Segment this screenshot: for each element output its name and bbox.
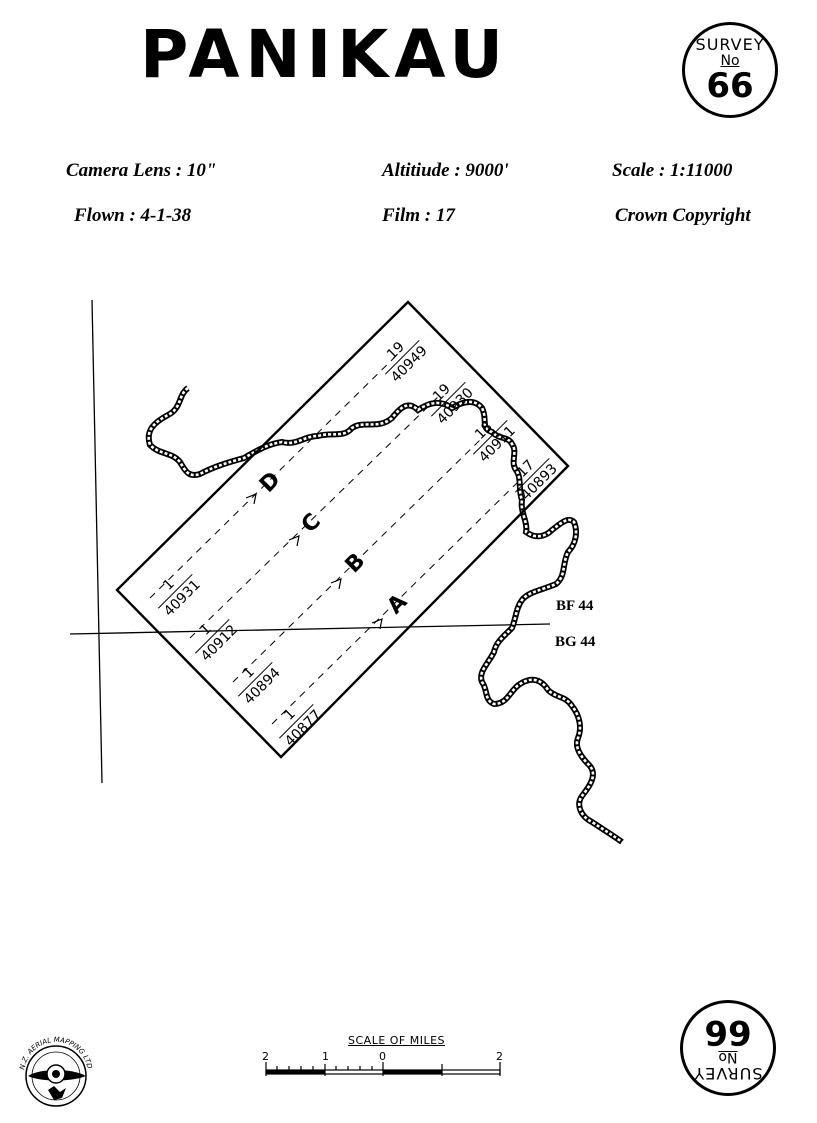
arrow-c	[288, 535, 300, 547]
survey-badge-no: No	[720, 53, 740, 69]
scale-bar	[265, 1062, 501, 1076]
end-label-d: 19 40949	[384, 339, 431, 386]
survey-badge-inverted: SURVEY No 66	[680, 1000, 776, 1096]
crown-copyright: Crown Copyright	[615, 205, 751, 226]
survey-badge-number: 66	[706, 66, 754, 106]
altitude: Altitiude : 9000'	[382, 160, 509, 181]
start-label-a: 1 40877	[278, 703, 325, 750]
scale: Scale : 1:11000	[612, 160, 733, 181]
survey-badge-label: SURVEY	[695, 35, 765, 54]
arrow-a	[371, 618, 383, 630]
coverage-boundary	[115, 300, 570, 759]
grid-line-horizontal	[69, 623, 551, 635]
scale-tick-label: 0	[379, 1050, 386, 1063]
scale-tick-label: 1	[322, 1050, 329, 1063]
survey-badge-label: SURVEY	[693, 1064, 763, 1083]
scale-of-miles-label: SCALE OF MILES	[348, 1034, 446, 1047]
survey-badge: SURVEY No 66	[682, 22, 778, 118]
survey-badge-no: No	[718, 1049, 738, 1065]
camera-lens: Camera Lens : 10"	[66, 160, 217, 181]
scale-tick-label: 2	[496, 1050, 503, 1063]
arrow-d	[245, 493, 257, 505]
scale-tick-label: 2	[262, 1050, 269, 1063]
river	[145, 385, 624, 845]
start-label-d: 1 40931	[157, 573, 204, 620]
nz-aerial-mapping-logo: N.Z. AERIAL MAPPING LTD	[18, 1036, 94, 1107]
page-title: PANIKAU	[140, 16, 509, 93]
run-letter-c: C	[297, 509, 326, 538]
flight-line-b	[232, 439, 481, 683]
film: Film : 17	[382, 205, 455, 226]
end-label-c: 19 40930	[430, 381, 477, 428]
run-letter-d: D	[255, 467, 286, 498]
grid-line-vertical	[91, 299, 103, 784]
grid-label-bg44: BG 44	[555, 634, 596, 650]
flown-date: Flown : 4-1-38	[74, 205, 192, 226]
survey-badge-number: 66	[704, 1012, 752, 1052]
flight-line-c	[189, 394, 441, 639]
run-letter-a: A	[383, 590, 413, 620]
grid-label-bf44: BF 44	[556, 598, 594, 614]
flight-line-d	[149, 349, 403, 599]
flight-line-a	[271, 477, 523, 725]
arrow-b	[330, 578, 342, 590]
run-letter-b: B	[341, 549, 371, 579]
